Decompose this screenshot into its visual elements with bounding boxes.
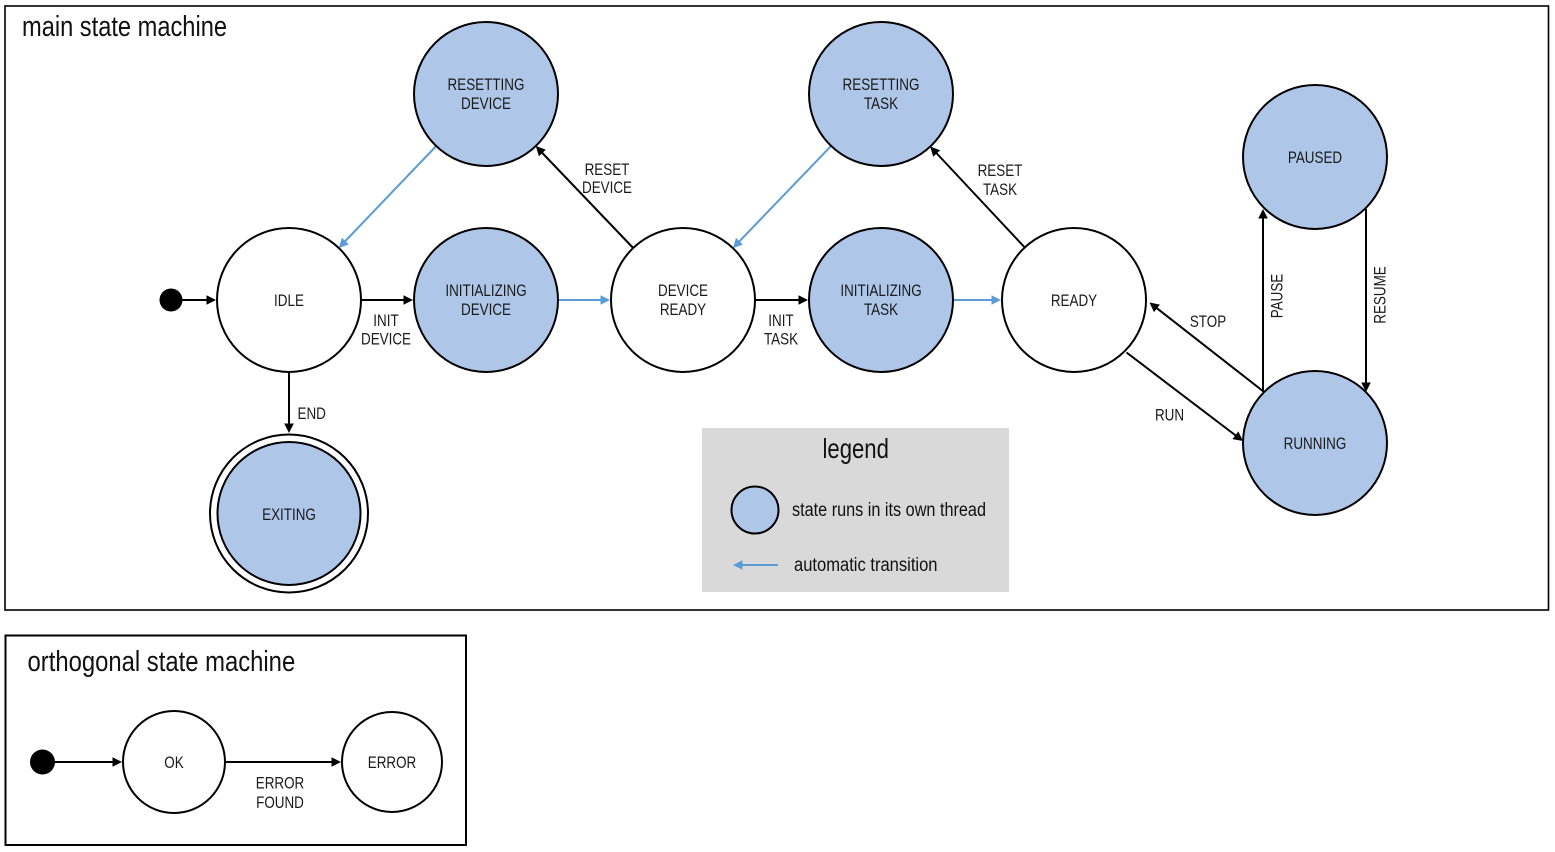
svg-text:INITIALIZING: INITIALIZING [840, 281, 921, 300]
svg-text:DEVICE: DEVICE [361, 330, 411, 349]
svg-text:DEVICE: DEVICE [582, 178, 632, 197]
svg-text:TASK: TASK [983, 180, 1018, 199]
svg-text:ERROR: ERROR [368, 753, 417, 772]
svg-text:READY: READY [660, 300, 706, 319]
svg-text:DEVICE: DEVICE [461, 300, 511, 319]
svg-text:automatic transition: automatic transition [794, 555, 938, 576]
svg-text:INIT: INIT [768, 311, 793, 330]
svg-text:RESETTING: RESETTING [448, 75, 525, 94]
svg-text:RESUME: RESUME [1370, 266, 1389, 324]
svg-text:TASK: TASK [764, 330, 799, 349]
svg-text:EXITING: EXITING [262, 505, 316, 524]
svg-text:RESET: RESET [978, 161, 1023, 180]
svg-text:READY: READY [1051, 291, 1097, 310]
svg-text:ERROR: ERROR [256, 774, 305, 793]
svg-text:DEVICE: DEVICE [461, 94, 511, 113]
svg-text:PAUSED: PAUSED [1288, 148, 1342, 167]
svg-text:FOUND: FOUND [256, 793, 304, 812]
svg-text:RUNNING: RUNNING [1284, 434, 1347, 453]
svg-text:STOP: STOP [1190, 312, 1226, 331]
svg-text:IDLE: IDLE [274, 291, 304, 310]
svg-text:TASK: TASK [864, 300, 899, 319]
svg-text:OK: OK [164, 753, 184, 772]
svg-text:main state machine: main state machine [22, 11, 227, 43]
svg-text:TASK: TASK [864, 94, 899, 113]
svg-text:RUN: RUN [1155, 406, 1184, 425]
svg-text:RESET: RESET [585, 160, 630, 179]
svg-text:legend: legend [823, 433, 889, 464]
svg-text:END: END [298, 404, 326, 423]
svg-text:orthogonal state machine: orthogonal state machine [28, 646, 296, 678]
svg-text:DEVICE: DEVICE [658, 281, 708, 300]
svg-text:RESETTING: RESETTING [843, 75, 920, 94]
svg-text:INIT: INIT [373, 311, 398, 330]
svg-text:INITIALIZING: INITIALIZING [445, 281, 526, 300]
svg-text:state runs in its own thread: state runs in its own thread [792, 500, 986, 521]
svg-text:PAUSE: PAUSE [1267, 274, 1286, 319]
